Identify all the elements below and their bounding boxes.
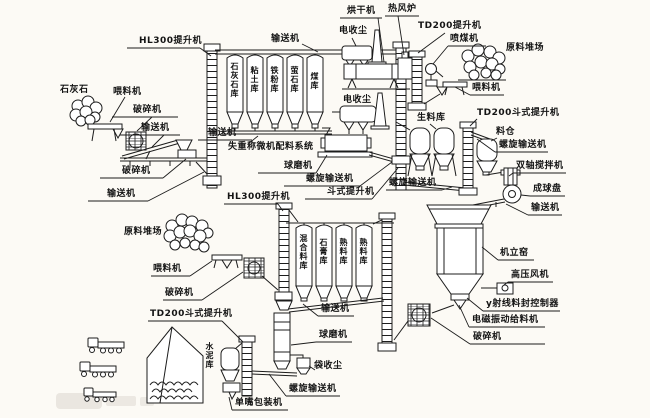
cement-warehouse <box>146 326 204 404</box>
label-silo-iron: 铁粉库 <box>270 66 279 93</box>
feeder-bottom-left <box>211 254 243 269</box>
label-batching-system: 失重称微机配料系统 <box>228 142 314 152</box>
label-conveyor-bm: 输送机 <box>321 304 350 314</box>
label-em-vibrating-feeder: 电磁振动给料机 <box>472 315 539 325</box>
label-ball-mill-cement: 球磨机 <box>319 330 348 340</box>
trucks <box>79 337 125 403</box>
label-ball-mill-raw: 球磨机 <box>284 161 313 171</box>
label-shaft-kiln: 机立窑 <box>500 248 529 258</box>
label-bag-filter: 袋收尘 <box>314 361 343 371</box>
label-conveyor-tl-2: 输送机 <box>107 189 136 199</box>
label-hot-blast-stove: 热风炉 <box>388 4 417 14</box>
label-cement-store: 水泥库 <box>205 342 214 369</box>
label-underlines <box>88 15 566 411</box>
shaft-kiln <box>426 204 492 314</box>
label-limestone: 石灰石 <box>60 85 89 95</box>
label-coal-injector: 喷煤机 <box>450 34 479 44</box>
label-leaders <box>109 15 531 411</box>
label-stockyard-right: 原料堆场 <box>506 43 545 53</box>
label-crusher-bl: 破碎机 <box>165 288 194 298</box>
label-hl300-elevator-left: HL300提升机 <box>227 192 291 202</box>
label-gamma-controller: y射线料封控制器 <box>486 299 559 309</box>
label-feeder-bl: 喂料机 <box>153 264 182 274</box>
label-silo-clinker2: 熟料库 <box>359 238 368 265</box>
batching-belt <box>222 128 332 140</box>
raw-screw-conveyor <box>368 151 395 163</box>
label-td200-bucket-elevator-bottom: TD200斗式提升机 <box>150 309 233 319</box>
label-conveyor-tl-1: 输送机 <box>141 123 170 133</box>
label-silo-coal: 煤库 <box>310 72 319 90</box>
esp-mid <box>332 92 390 134</box>
coal-injector <box>425 63 444 87</box>
td200-bucket-elevator-bottom <box>234 335 256 397</box>
label-td200-elevator: TD200提升机 <box>418 21 482 31</box>
label-conveyor-silo-top: 输送机 <box>271 34 300 44</box>
pelletizing-disc <box>502 184 522 204</box>
label-silo-fluorite: 萤石库 <box>290 66 299 93</box>
belt-conveyor-2 <box>120 157 208 175</box>
raw-silos <box>226 54 324 129</box>
label-raw-meal-silo: 生料库 <box>417 113 446 123</box>
label-hp-fan: 高压风机 <box>511 270 550 280</box>
packing-screw-conveyor <box>251 370 298 377</box>
label-hl300-elevator-top: HL300提升机 <box>139 36 203 46</box>
label-screw-conveyor-bottom: 螺旋输送机 <box>289 384 337 394</box>
cement-surge-bin-packer <box>220 347 241 401</box>
label-esp-top: 电收尘 <box>339 26 368 36</box>
label-conveyor-kiln: 输送机 <box>531 203 560 213</box>
td200-bucket-elevator-right <box>458 121 491 196</box>
high-pressure-fan <box>481 282 514 295</box>
label-crusher-tl-2: 破碎机 <box>122 166 151 176</box>
stockyard-left-pile <box>163 213 214 253</box>
limestone-pile <box>69 95 103 127</box>
label-pelletizing-disc: 成球盘 <box>533 184 562 194</box>
label-hopper-bin: 料仓 <box>496 127 516 137</box>
label-td200-bucket-elevator-right: TD200斗式提升机 <box>477 108 560 118</box>
td200-elevator-top <box>407 50 427 111</box>
label-silo-limestone: 石灰石库 <box>230 62 239 98</box>
label-crusher-br: 破碎机 <box>473 332 502 342</box>
label-stockyard-left: 原料堆场 <box>124 227 163 237</box>
clinker-silos <box>286 222 394 302</box>
label-screw-conveyor-raw: 螺旋输送机 <box>306 174 354 184</box>
label-silo-clinker1: 熟料库 <box>339 238 348 265</box>
label-silo-gypsum: 石膏库 <box>319 238 328 265</box>
label-crusher-tl-1: 破碎机 <box>133 105 162 115</box>
feeder-top-left <box>87 123 124 142</box>
label-dryer: 烘干机 <box>347 6 376 16</box>
label-twin-shaft-mixer: 双轴搅拌机 <box>516 161 564 171</box>
hopper-bin <box>476 138 505 176</box>
label-packer: 单嘴包装机 <box>235 398 283 408</box>
crusher-bottom-left <box>243 257 279 291</box>
label-bucket-elevator-raw: 斗式提升机 <box>327 187 375 197</box>
label-screw-conveyor-right: 螺旋输送机 <box>499 140 547 150</box>
stockyard-right-pile <box>458 43 506 81</box>
bag-filter <box>290 354 311 375</box>
crusher-top-left-1 <box>125 131 147 151</box>
raw-meal-silos <box>403 127 467 192</box>
label-esp-mid: 电收尘 <box>343 95 372 105</box>
hl300-elevator-1 <box>202 43 222 189</box>
dryer-drum <box>342 63 410 90</box>
raw-ball-mill <box>317 127 373 158</box>
label-silo-mixed: 混合料库 <box>299 234 308 270</box>
label-screw-conveyor-rawmeal: 螺旋输送机 <box>389 178 437 188</box>
label-conveyor-batching: 输送机 <box>208 128 237 138</box>
crusher-bottom-right <box>393 303 431 341</box>
label-feeder-tl: 喂料机 <box>113 87 142 97</box>
clinker-elevator-right <box>372 212 397 352</box>
cement-mill <box>273 300 293 370</box>
clinker-elevator-left <box>274 202 299 306</box>
label-silo-clay: 粘土库 <box>250 66 259 93</box>
label-feeder-tr: 喂料机 <box>472 83 501 93</box>
